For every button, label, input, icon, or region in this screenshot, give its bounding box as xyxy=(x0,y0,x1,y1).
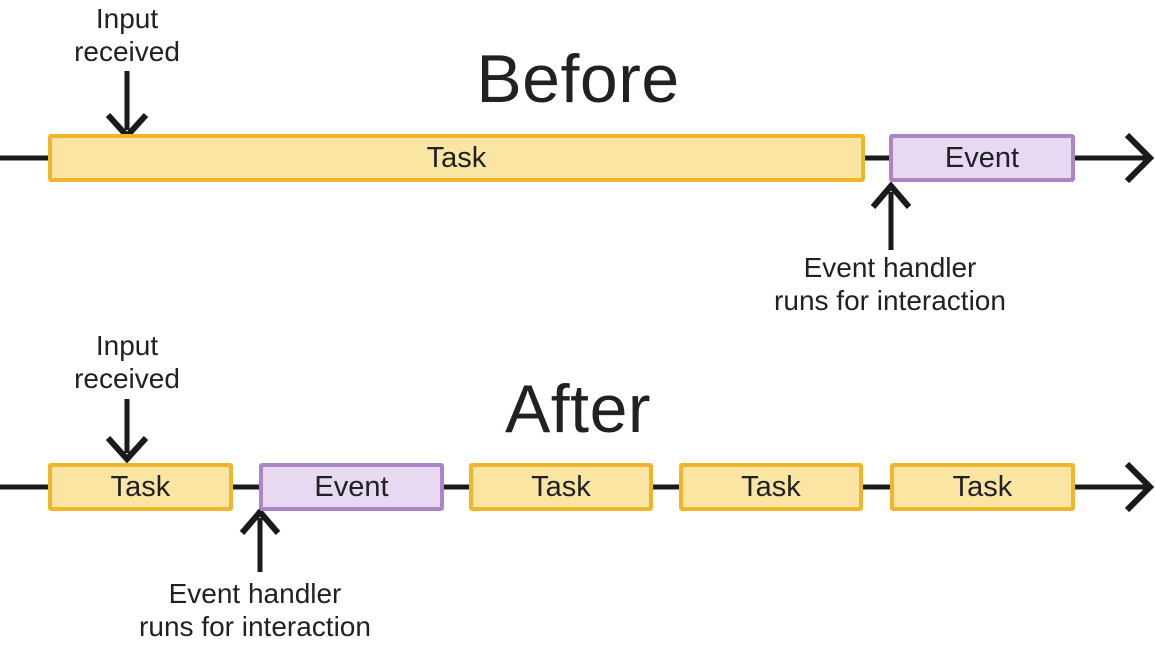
task-box-label: Task xyxy=(952,470,1013,503)
before-input-received-label: Input received xyxy=(74,3,180,67)
after-task-box-1: Task xyxy=(48,463,233,511)
after-task-box-4: Task xyxy=(890,463,1075,511)
after-input-received-label: Input received xyxy=(74,330,180,394)
before-task-box: Task xyxy=(48,134,865,182)
after-handler-arrowhead-icon xyxy=(239,507,281,535)
after-task-box-3: Task xyxy=(679,463,863,511)
task-box-label: Task xyxy=(741,470,801,503)
before-title: Before xyxy=(476,41,680,117)
before-event-handler-label: Event handler runs for interaction xyxy=(774,252,1006,316)
task-box-label: Task xyxy=(531,470,591,503)
after-timeline-arrowhead-icon xyxy=(1124,461,1155,513)
after-input-arrowhead-icon xyxy=(105,435,149,464)
after-task-box-2: Task xyxy=(469,463,653,511)
after-event-box: Event xyxy=(259,463,444,511)
before-input-arrowhead-icon xyxy=(105,112,149,141)
event-box-label: Event xyxy=(944,141,1020,174)
event-box-label: Event xyxy=(314,470,389,503)
task-box-label: Task xyxy=(426,141,487,174)
before-handler-arrowhead-icon xyxy=(870,181,912,209)
task-box-label: Task xyxy=(110,470,171,503)
after-event-handler-label: Event handler runs for interaction xyxy=(139,578,371,642)
before-timeline-arrowhead-icon xyxy=(1124,132,1155,184)
before-event-box: Event xyxy=(889,134,1075,182)
after-title: After xyxy=(504,371,652,447)
